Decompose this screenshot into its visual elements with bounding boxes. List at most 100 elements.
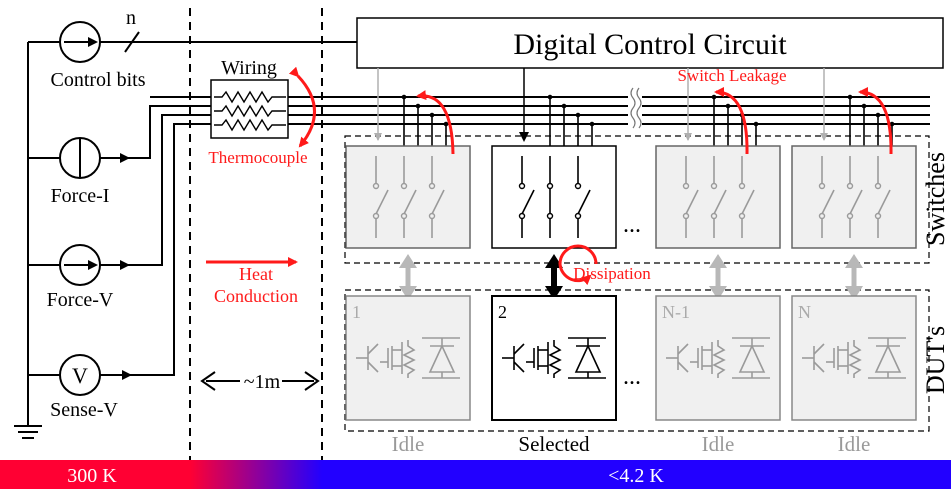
force-i-source: Force-I [28, 105, 357, 207]
force-i-label: Force-I [51, 185, 110, 207]
temp-right-label: <4.2 K [608, 465, 664, 487]
leakage-arrow [714, 87, 749, 155]
switch-icon [574, 156, 591, 238]
dissipation-arrow [558, 244, 598, 265]
dut-index: 2 [498, 302, 507, 322]
dut-status-label: Idle [838, 432, 871, 456]
device-symbols-icon [356, 337, 460, 379]
cold-zone [322, 460, 951, 489]
ground-icon [14, 415, 42, 439]
bus-width-label: n [126, 7, 136, 29]
digital-control-circuit: Digital Control Circuit [356, 17, 944, 69]
duts-label: DUT's [921, 326, 950, 394]
junction-dot [575, 112, 581, 118]
wiring-label: Wiring [221, 57, 277, 79]
arrow-up-icon [709, 254, 727, 268]
temperature-bar: 300 K <4.2 K [0, 460, 951, 489]
resistor-icon [214, 90, 286, 104]
temp-left-label: 300 K [67, 465, 117, 487]
arrow-up-icon [399, 254, 417, 268]
switches-label: Switches [921, 152, 950, 246]
junction-dot [889, 121, 895, 127]
junction-dot [561, 103, 567, 109]
bus-break-icon [628, 86, 642, 136]
heat-label-line2: Conduction [214, 286, 298, 306]
dut-box [491, 295, 617, 421]
digital-control-label: Digital Control Circuit [513, 28, 787, 61]
force-v-label: Force-V [47, 289, 114, 311]
junction-dot [875, 112, 881, 118]
dut-status-label: Selected [518, 432, 590, 456]
switches-group [344, 135, 930, 264]
dut-index: 1 [352, 302, 361, 322]
junction-dot [429, 112, 435, 118]
control-bits-source: n Control bits [28, 7, 357, 91]
junction-dot [861, 103, 867, 109]
switch-box [791, 145, 917, 249]
junction-dot [401, 94, 407, 100]
switch-icon [428, 156, 445, 238]
transition-zone [190, 460, 322, 489]
device-symbols-icon [802, 337, 906, 379]
dissipation-label: Dissipation [573, 264, 651, 283]
switch-icon [710, 156, 727, 238]
thermocouple-arrow [288, 66, 316, 148]
resistor-icon [214, 118, 286, 132]
junction-dot [589, 121, 595, 127]
heat-label-line1: Heat [239, 264, 273, 284]
dut-index: N-1 [662, 302, 690, 322]
leakage-arrow [416, 90, 455, 155]
junction-dot [711, 94, 717, 100]
voltmeter-symbol: V [72, 363, 88, 388]
dut-status-label: Idle [702, 432, 735, 456]
column-4: N Idle [791, 68, 917, 456]
wiring-box: Wiring [210, 57, 289, 139]
switch-icon [738, 156, 755, 238]
arrow-down-icon [545, 286, 563, 300]
switch-icon [818, 156, 835, 238]
distance-indicator: ~1m [200, 371, 320, 393]
junction-dot [547, 94, 553, 100]
arrow-down-icon [399, 286, 417, 300]
arrow-down-icon [709, 286, 727, 300]
dut-index: N [798, 302, 811, 322]
resistor-icon [214, 104, 286, 118]
switch-leakage-label: Switch Leakage [677, 66, 786, 85]
switch-icon [372, 156, 389, 238]
hot-zone [0, 460, 190, 489]
device-symbols-icon [666, 337, 770, 379]
sense-v-label: Sense-V [50, 399, 118, 421]
junction-dot [847, 94, 853, 100]
arrow-up-icon [545, 254, 563, 268]
switch-icon [400, 156, 417, 238]
junction-dot [415, 103, 421, 109]
leakage-arrow [858, 87, 893, 155]
switch-icon [518, 156, 535, 238]
distance-label: ~1m [244, 371, 281, 393]
junction-dot [443, 121, 449, 127]
dut-ellipsis: ... [623, 364, 641, 390]
switch-ellipsis: ... [623, 212, 641, 238]
arrow-down-icon [845, 286, 863, 300]
switch-icon [846, 156, 863, 238]
switch-icon [682, 156, 699, 238]
switch-box [491, 145, 617, 249]
duts-group [344, 289, 930, 432]
switch-box [655, 145, 781, 249]
dut-status-label: Idle [392, 432, 425, 456]
junction-dot [725, 103, 731, 109]
junction-dot [753, 121, 759, 127]
device-symbols-icon [502, 337, 606, 379]
arrow-up-icon [845, 254, 863, 268]
thermocouple-label: Thermocouple [208, 148, 307, 167]
control-bits-label: Control bits [50, 69, 145, 91]
switch-icon [874, 156, 891, 238]
bus-slash-icon [124, 31, 140, 53]
switch-icon [546, 156, 554, 238]
